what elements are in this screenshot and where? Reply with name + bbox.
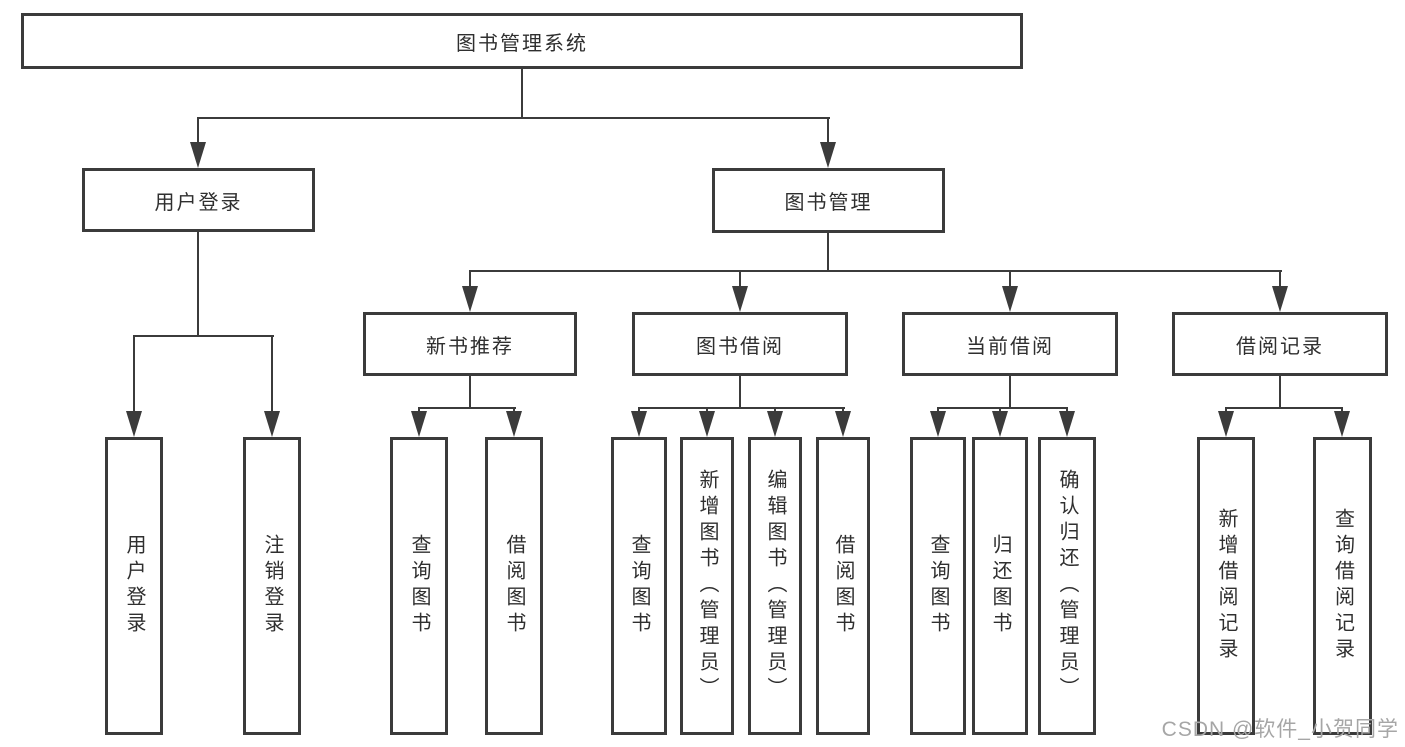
arrow-down-icon [1218,411,1234,437]
arrow-down-icon [767,411,783,437]
node-root-library-system: 图书管理系统 [21,13,1023,69]
connector-line [197,232,199,336]
connector-line [469,376,471,408]
connector-line [521,69,523,118]
leaf-borrow-book: 借阅图书 [816,437,870,735]
connector-line [418,407,516,409]
node-label: 查询图书 [927,534,949,638]
node-label: 用户登录 [154,191,243,214]
node-label: 借阅记录 [1236,335,1324,358]
node-label: 新书推荐 [426,335,514,358]
connector-line [197,117,830,119]
arrow-down-icon [930,411,946,437]
connector-line [469,270,1282,272]
arrow-down-icon [732,286,748,312]
leaf-query-borrow-record: 查询借阅记录 [1313,437,1372,735]
connector-line [133,335,274,337]
node-label: 查询借阅记录 [1331,508,1354,664]
arrow-down-icon [631,411,647,437]
node-current-borrow: 当前借阅 [902,312,1118,376]
connector-line [271,336,273,412]
node-book-management: 图书管理 [712,168,945,233]
node-label: 图书管理 [784,192,873,214]
leaf-logout: 注销登录 [243,437,301,735]
connector-line [1225,407,1343,409]
node-label: 当前借阅 [966,335,1054,358]
arrow-down-icon [835,411,851,437]
leaf-user-login: 用户登录 [105,437,163,735]
connector-line [469,271,471,287]
leaf-add-book-admin: 新增图书（管理员） [680,437,734,735]
connector-line [1009,271,1011,287]
node-label: 图书借阅 [696,335,784,358]
connector-line [937,407,1068,409]
leaf-query-book-current: 查询图书 [910,437,966,735]
node-label: 确认归还（管理员） [1056,469,1078,703]
arrow-down-icon [411,411,427,437]
node-user-login: 用户登录 [82,168,315,232]
watermark-text: CSDN @软件_小贺同学 [1161,718,1399,741]
node-label: 借阅图书 [503,534,525,638]
connector-line [739,376,741,408]
arrow-down-icon [1059,411,1075,437]
node-label: 借阅图书 [832,534,854,638]
connector-line [1279,376,1281,408]
arrow-down-icon [264,411,280,437]
connector-line [1009,376,1011,408]
node-label: 新增借阅记录 [1215,508,1237,664]
node-label: 归还图书 [989,534,1011,638]
connector-line [133,336,135,412]
node-label: 查询图书 [628,534,650,638]
node-book-borrow: 图书借阅 [632,312,848,376]
node-label: 用户登录 [123,534,145,638]
arrow-down-icon [1272,286,1288,312]
connector-line [1279,271,1281,287]
arrow-down-icon [1334,411,1350,437]
node-label: 图书管理系统 [456,32,588,55]
leaf-return-book: 归还图书 [972,437,1028,735]
arrow-down-icon [992,411,1008,437]
arrow-down-icon [506,411,522,437]
connector-line [197,118,199,144]
arrow-down-icon [190,142,206,168]
node-new-book-recommend: 新书推荐 [363,312,577,376]
node-label: 编辑图书（管理员） [764,469,786,703]
connector-line [739,271,741,287]
connector-line [827,118,829,144]
leaf-edit-book-admin: 编辑图书（管理员） [748,437,802,735]
arrow-down-icon [126,411,142,437]
leaf-add-borrow-record: 新增借阅记录 [1197,437,1255,735]
arrow-down-icon [1002,286,1018,312]
leaf-borrow-book-recommend: 借阅图书 [485,437,543,735]
arrow-down-icon [820,142,836,168]
arrow-down-icon [699,411,715,437]
node-label: 新增图书（管理员） [696,469,718,703]
node-label: 查询图书 [408,534,430,638]
leaf-query-book-recommend: 查询图书 [390,437,448,735]
connector-line [827,233,829,271]
leaf-query-book-borrow: 查询图书 [611,437,667,735]
node-borrow-records: 借阅记录 [1172,312,1388,376]
connector-line [638,407,845,409]
arrow-down-icon [462,286,478,312]
leaf-confirm-return-admin: 确认归还（管理员） [1038,437,1096,735]
node-label: 注销登录 [261,534,283,638]
